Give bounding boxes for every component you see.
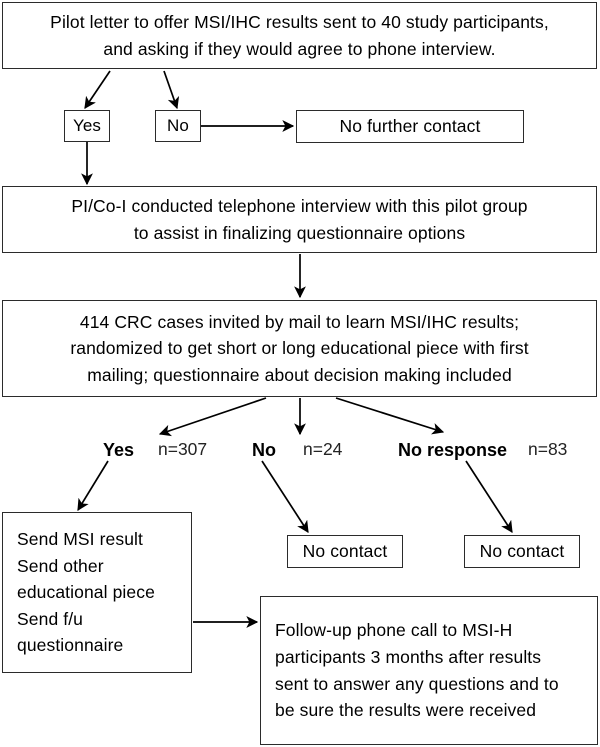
pilot-letter-line-1: Pilot letter to offer MSI/IHC results se… xyxy=(50,11,549,32)
crc-invitation-line-3: mailing; questionnaire about decision ma… xyxy=(87,364,512,385)
no-contact-right-label: No contact xyxy=(479,541,565,562)
branch-label-no: No xyxy=(252,440,276,460)
edge-pilot-to-no xyxy=(163,70,180,110)
send-results-line-3: educational piece xyxy=(17,582,155,603)
branch-label-no-response: No response xyxy=(398,440,508,460)
node-pilot-no: No xyxy=(155,110,201,142)
no-further-contact-label: No further contact xyxy=(339,116,481,137)
branch-count-no: n=24 xyxy=(303,439,343,459)
edge-pilot-to-yes xyxy=(84,70,111,109)
send-results-line-2: Send other xyxy=(17,555,104,576)
node-telephone-interview: PI/Co-I conducted telephone interview wi… xyxy=(2,186,597,253)
no-contact-mid-label: No contact xyxy=(302,541,388,562)
node-crc-invitation: 414 CRC cases invited by mail to learn M… xyxy=(2,300,597,397)
node-follow-up-call: Follow-up phone call to MSI-H participan… xyxy=(260,596,598,745)
branch-count-no-response: n=83 xyxy=(528,439,568,459)
send-results-line-4: Send f/u xyxy=(17,608,83,629)
follow-up-call-line-2: participants 3 months after results xyxy=(275,646,542,667)
branch-count-yes: n=307 xyxy=(158,439,208,459)
node-no-contact-right: No contact xyxy=(464,535,580,568)
edge-yes-to-send-results xyxy=(77,460,109,512)
node-pilot-letter: Pilot letter to offer MSI/IHC results se… xyxy=(2,2,597,69)
send-results-line-1: Send MSI result xyxy=(17,529,143,550)
crc-invitation-line-1: 414 CRC cases invited by mail to learn M… xyxy=(79,311,520,332)
edge-no-to-no-contact-mid xyxy=(261,460,309,533)
pilot-letter-line-2: and asking if they would agree to phone … xyxy=(103,38,496,59)
follow-up-call-line-4: be sure the results were received xyxy=(275,700,537,721)
follow-up-call-line-3: sent to answer any questions and to xyxy=(275,673,559,694)
edge-no-response-to-no-contact-right xyxy=(465,460,513,533)
node-no-contact-mid: No contact xyxy=(287,535,403,568)
edge-invitation-to-yes xyxy=(158,397,267,437)
edge-invitation-to-no-response xyxy=(335,397,445,435)
send-results-line-5: questionnaire xyxy=(17,635,124,656)
telephone-interview-line-2: to assist in finalizing questionnaire op… xyxy=(133,222,466,243)
crc-invitation-line-2: randomized to get short or long educatio… xyxy=(70,338,529,359)
node-no-further-contact: No further contact xyxy=(296,110,524,143)
pilot-no-label: No xyxy=(167,116,189,136)
node-send-results: Send MSI result Send other educational p… xyxy=(2,512,192,673)
pilot-yes-label: Yes xyxy=(72,116,102,136)
follow-up-call-line-1: Follow-up phone call to MSI-H xyxy=(275,620,513,641)
branch-label-yes: Yes xyxy=(103,440,135,460)
telephone-interview-line-1: PI/Co-I conducted telephone interview wi… xyxy=(71,195,528,216)
node-pilot-yes: Yes xyxy=(64,110,110,142)
